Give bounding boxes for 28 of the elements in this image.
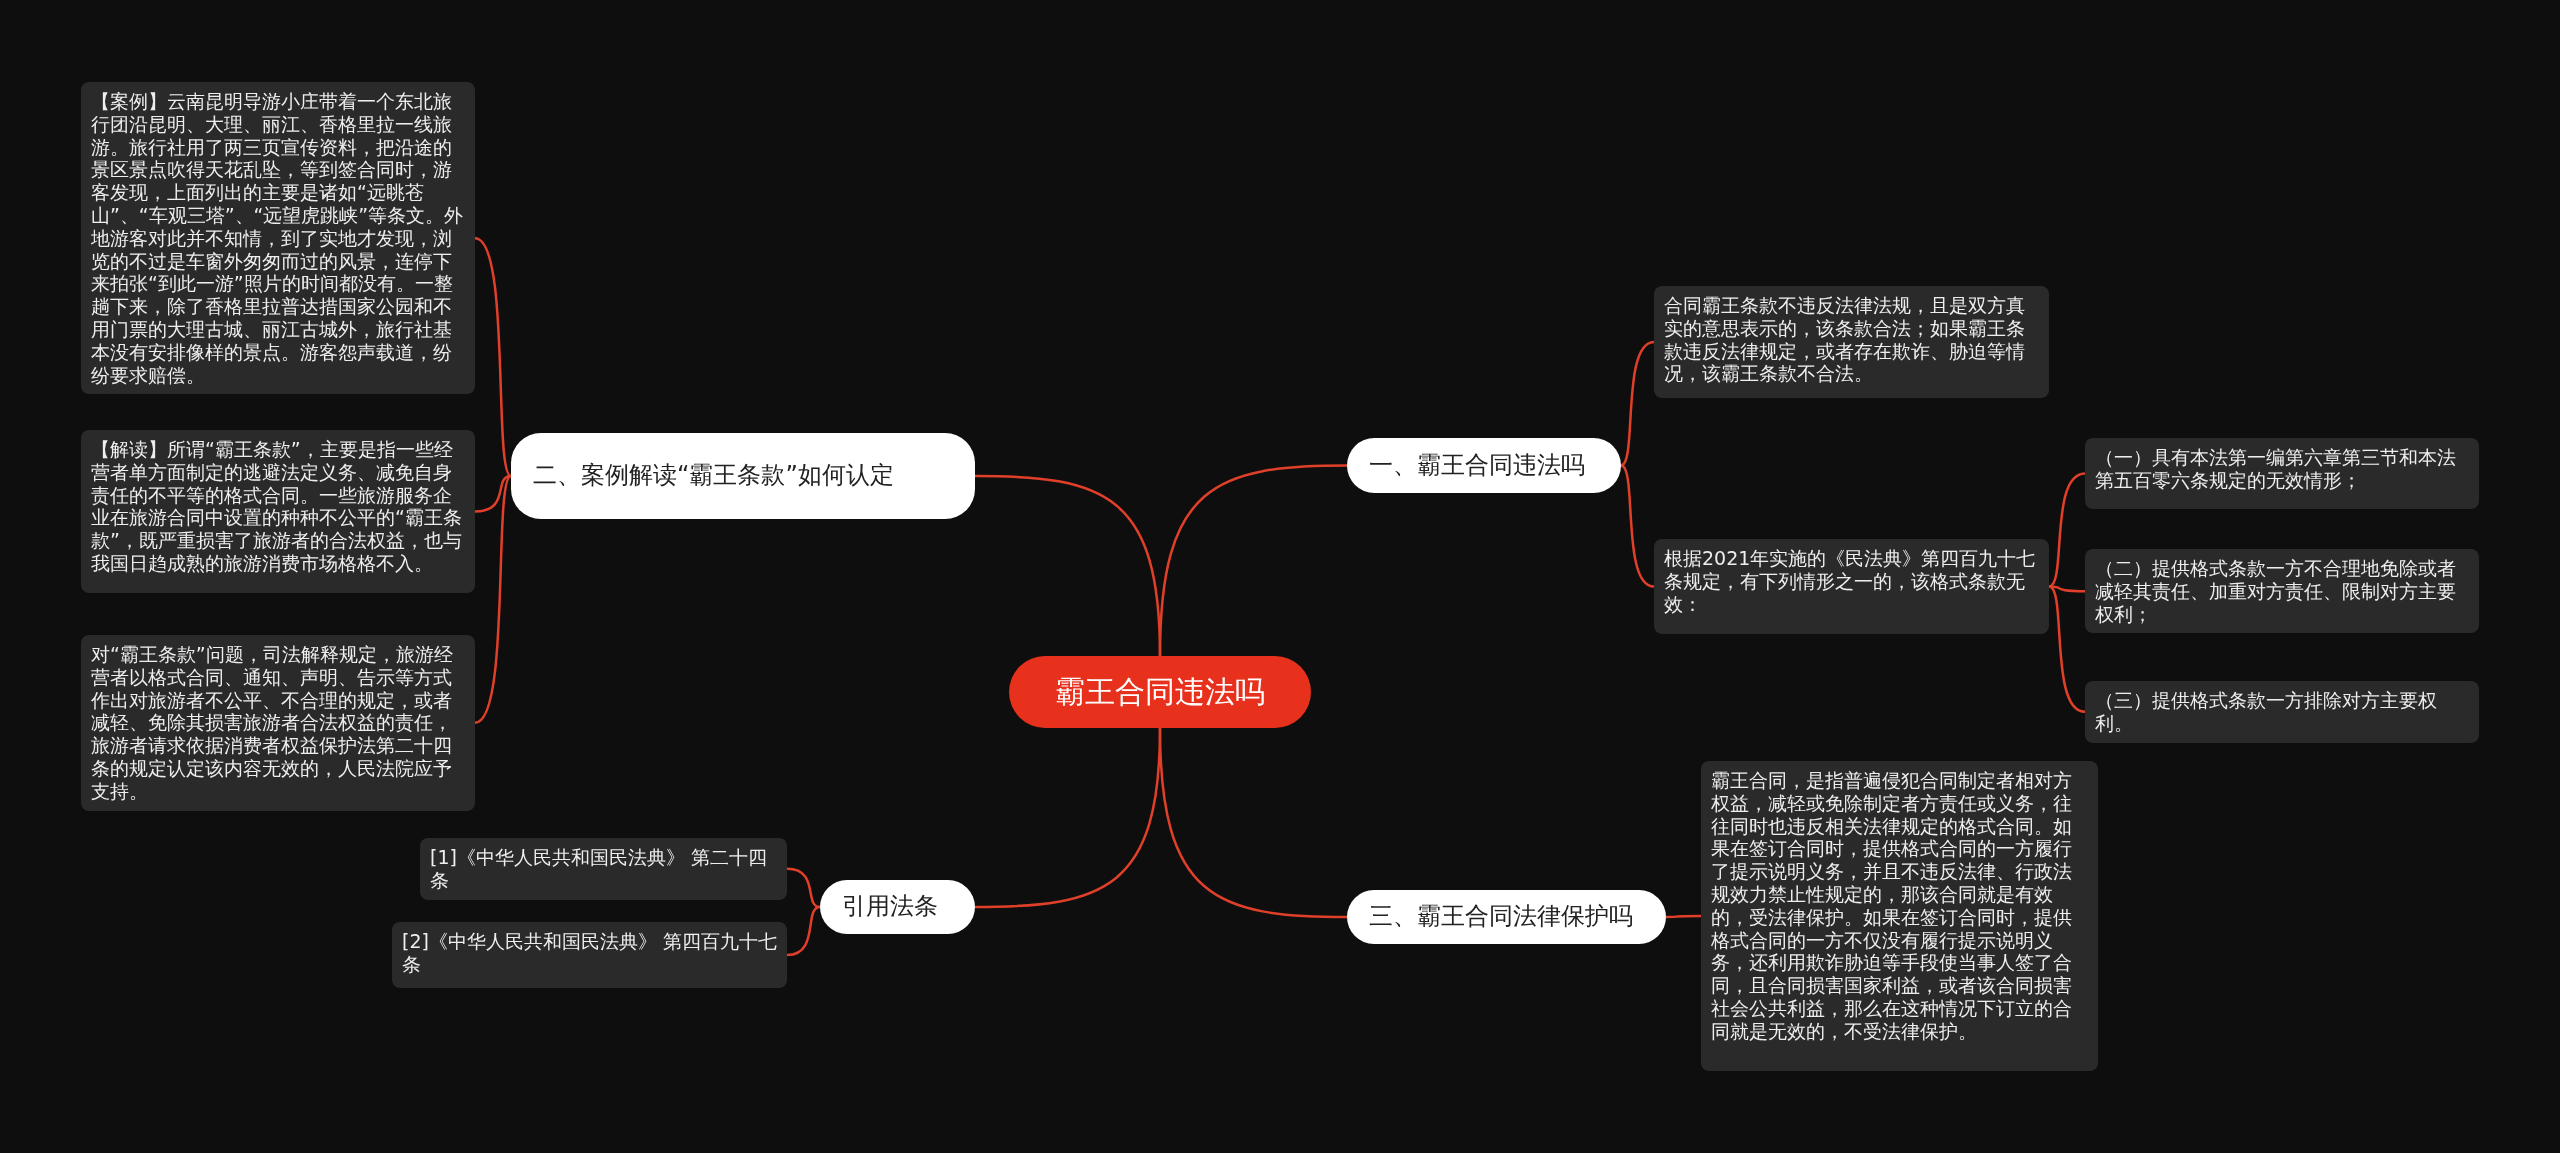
connector-line xyxy=(474,474,512,513)
topic-pill: 三、霸王合同法律保护吗 xyxy=(1347,890,1666,944)
note-card: 根据2021年实施的《民法典》第四百九十七条规定，有下列情形之一的，该格式条款无效： xyxy=(1654,539,2049,634)
connector-line xyxy=(1620,464,1655,588)
note-card: 霸王合同，是指普遍侵犯合同制定者相对方权益，减轻或免除制定者方责任或义务，往往同时也违反相关法律规定的格式合同。如果在签订合同时，提供格式合同的一方履行了提示说明义务，并且不违反法律、行政法规效力禁止性规定的，那该合同就是有效的，受法律保护。如果在签订合同时，提供格式合同的一方不仅没有履行提示说明义务，还利用欺诈胁迫等手段使当事人签了合同，且合同损害国家利益，或者该合同损害社会公共利益，那么在这种情况下订立的合同就是无效的，不受法律保护。 xyxy=(1701,761,2098,1071)
connector-line xyxy=(786,867,821,909)
topic-pill: 一、霸王合同违法吗 xyxy=(1347,438,1621,493)
connector-line xyxy=(1620,340,1655,467)
connector-line xyxy=(2048,585,2086,713)
note-card: （一）具有本法第一编第六章第三节和本法第五百零六条规定的无效情形； xyxy=(2085,438,2479,509)
note-card: [1]《中华人民共和国民法典》 第二十四条 xyxy=(420,838,787,900)
topic-pill: 二、案例解读“霸王条款”如何认定 xyxy=(511,433,975,519)
connector-line xyxy=(975,727,1162,909)
connector-line xyxy=(1666,914,1701,919)
connector-line xyxy=(2048,472,2086,588)
note-card: [2]《中华人民共和国民法典》 第四百九十七条 xyxy=(392,922,787,988)
central-topic: 霸王合同违法吗 xyxy=(1009,656,1311,728)
connector-line xyxy=(975,474,1162,657)
note-card: 【解读】所谓“霸王条款”，主要是指一些经营者单方面制定的逃避法定义务、减免自身责任的不平等的格式合同。一些旅游服务企业在旅游合同中设置的种种不公平的“霸王条款”，既严重损害了旅游者的合法权益，也与我国日趋成熟的旅游消费市场格格不入。 xyxy=(81,430,475,593)
note-card: 合同霸王条款不违反法律法规，且是双方真实的意思表示的，该条款合法；如果霸王条款违反法律规定，或者存在欺诈、胁迫等情况，该霸王条款不合法。 xyxy=(1654,286,2049,398)
connector-line xyxy=(786,905,821,957)
note-card: （二）提供格式条款一方不合理地免除或者减轻其责任、加重对方责任、限制对方主要权利； xyxy=(2085,549,2479,634)
topic-pill: 引用法条 xyxy=(820,880,975,934)
note-card: 【案例】云南昆明导游小庄带着一个东北旅行团沿昆明、大理、丽江、香格里拉一线旅游。旅行社用了两三页宣传资料，把沿途的景区景点吹得天花乱坠，等到签合同时，游客发现，上面列出的主要是诸如“远眺苍山”、“车观三塔”、“远望虎跳峡”等条文。外地游客对此并不知情，到了实地才发现，浏览的不过是车窗外匆匆而过的风景，连停下来拍张“到此一游”照片的时间都没有。一整趟下来，除了香格里拉普达措国家公园和不用门票的大理古城、丽江古城外，旅行社基本没有安排像样的景点。游客怨声载道，纷纷要求赔偿。 xyxy=(81,82,475,395)
connector-line xyxy=(474,237,512,477)
note-card: （三）提供格式条款一方排除对方主要权利。 xyxy=(2085,681,2479,743)
note-card: 对“霸王条款”问题，司法解释规定，旅游经营者以格式合同、通知、声明、告示等方式作出对旅游者不公平、不合理的规定，或者减轻、免除其损害旅游者合法权益的责任，旅游者请求依据消费者权益保护法第二十四条的规定认定该内容无效的，人民法院应予支持。 xyxy=(81,635,475,811)
connector-line xyxy=(474,475,512,724)
